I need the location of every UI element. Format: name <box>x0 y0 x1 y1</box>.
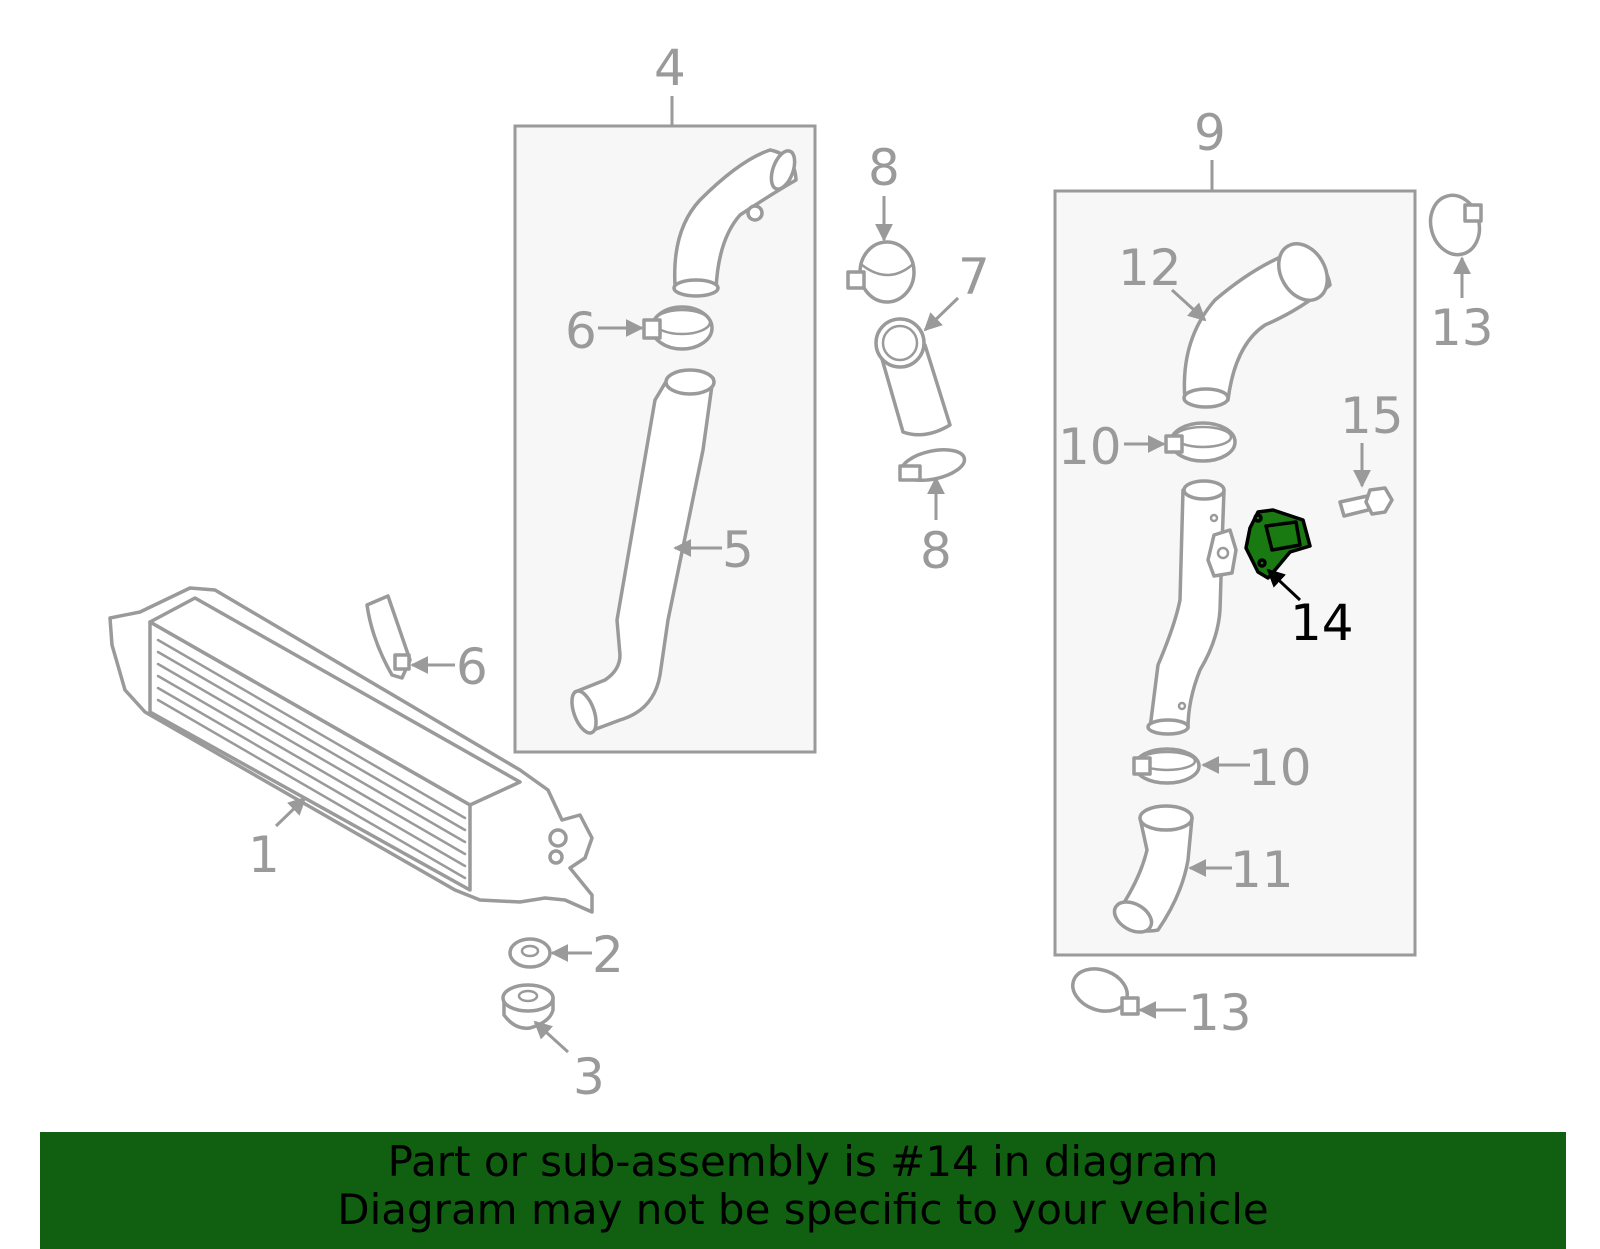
banner-line-2: Diagram may not be specific to your vehi… <box>337 1185 1269 1234</box>
callout-14: 14 <box>1290 594 1354 652</box>
leader-1 <box>274 796 307 828</box>
hose-part-7[interactable] <box>874 317 952 437</box>
clamp-part-6-top[interactable] <box>642 305 714 351</box>
callout-2: 2 <box>592 926 624 984</box>
callout-9: 9 <box>1194 104 1226 162</box>
bolt-part-15[interactable] <box>1338 486 1394 518</box>
callout-3: 3 <box>573 1048 605 1106</box>
grommet-part-2[interactable] <box>508 937 552 969</box>
clamp-part-8-bottom[interactable] <box>898 445 967 486</box>
pipe-part-4[interactable] <box>672 148 799 298</box>
leader-14 <box>1266 568 1302 602</box>
clamp-part-10-bottom[interactable] <box>1132 747 1201 785</box>
callout-8b: 8 <box>920 522 952 580</box>
clamp-part-6-left[interactable] <box>365 594 412 680</box>
clamp-part-13-bottom[interactable] <box>1067 962 1140 1019</box>
clamp-part-8-top[interactable] <box>846 240 916 304</box>
banner-line-1: Part or sub-assembly is #14 in diagram <box>387 1137 1219 1186</box>
leader-7 <box>923 296 960 332</box>
pipe-part-9[interactable] <box>1146 479 1238 736</box>
pipe-part-12[interactable] <box>1182 235 1337 409</box>
callout-11: 11 <box>1230 841 1294 899</box>
hose-part-5[interactable] <box>567 368 716 736</box>
callout-13a: 13 <box>1430 299 1494 357</box>
callout-10a: 10 <box>1058 418 1122 476</box>
callout-8a: 8 <box>868 139 900 197</box>
callout-1: 1 <box>248 826 280 884</box>
callout-12: 12 <box>1118 239 1182 297</box>
leader-12 <box>1170 288 1207 322</box>
callout-6b: 6 <box>456 638 488 696</box>
info-banner: Part or sub-assembly is #14 in diagram D… <box>40 1132 1566 1249</box>
callout-4: 4 <box>654 39 686 97</box>
callout-10b: 10 <box>1248 739 1312 797</box>
callout-7: 7 <box>958 248 990 306</box>
clamp-part-13-top[interactable] <box>1424 190 1486 260</box>
leader-3 <box>533 1020 570 1054</box>
hose-part-11[interactable] <box>1109 804 1194 938</box>
bushing-part-3[interactable] <box>501 983 555 1030</box>
clamp-part-10-top[interactable] <box>1164 421 1237 463</box>
callout-15: 15 <box>1340 387 1404 445</box>
callout-6a: 6 <box>565 302 597 360</box>
callout-13b: 13 <box>1188 984 1252 1042</box>
callout-5: 5 <box>722 521 754 579</box>
